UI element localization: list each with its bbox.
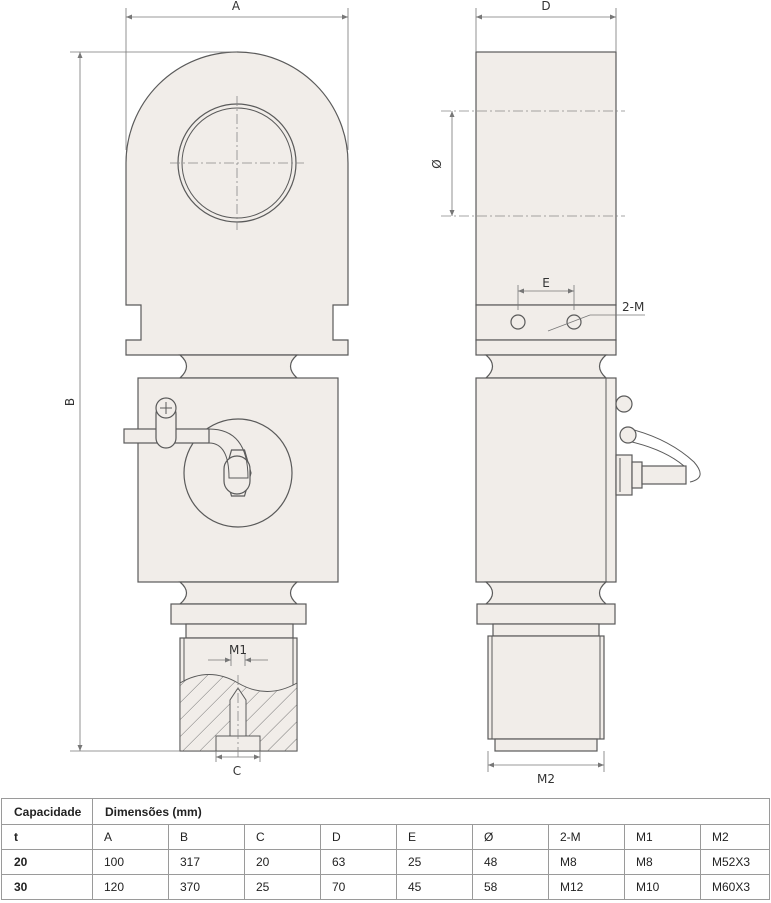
dim-label-e: E — [542, 276, 550, 290]
load-cell-technical-drawing: A D B Ø E 2-M M1 C M2 — [63, 0, 701, 786]
side-lower-neck — [484, 581, 608, 605]
side-upper-block — [475, 51, 617, 306]
row-capacity: 20 — [1, 849, 93, 875]
table-cell: 20 — [244, 849, 321, 875]
side-cable-loop-eye — [619, 426, 637, 444]
front-upper-neck — [178, 354, 299, 379]
side-clamp-head — [615, 395, 633, 413]
col-header-b: B — [168, 824, 245, 850]
dimensions-table: Capacidade Dimensões (mm) t A B C D E Ø … — [1, 798, 770, 900]
dim-label-a: A — [232, 0, 241, 13]
table-cell: 25 — [244, 874, 321, 900]
side-view — [441, 51, 701, 752]
table-row: 20 100 317 20 63 25 48 M8 M8 M52X3 — [1, 849, 770, 875]
front-lower-neck — [178, 581, 299, 605]
col-header-a: A — [92, 824, 169, 850]
table-cell: 25 — [396, 849, 473, 875]
dim-label-b: B — [63, 398, 77, 406]
front-bottom-flange — [170, 603, 307, 625]
table-cell: 45 — [396, 874, 473, 900]
table-cell: M8 — [548, 849, 625, 875]
row-capacity: 30 — [1, 874, 93, 900]
capacity-unit: t — [1, 824, 93, 850]
col-header-m2: M2 — [700, 824, 770, 850]
dim-label-m1: M1 — [229, 643, 247, 657]
col-header-diameter: Ø — [472, 824, 549, 850]
side-upper-neck — [484, 354, 608, 379]
dim-label-c: C — [233, 764, 241, 778]
side-cable — [641, 465, 687, 485]
table-header-row: Capacidade Dimensões (mm) — [1, 798, 770, 825]
table-cell: 48 — [472, 849, 549, 875]
table-cell: 63 — [320, 849, 397, 875]
side-gland-nut — [631, 461, 643, 489]
side-pin-hole-left — [510, 314, 526, 330]
side-pin-strip — [475, 304, 617, 341]
col-header-m1: M1 — [624, 824, 701, 850]
table-unit-row: t A B C D E Ø 2-M M1 M2 — [1, 824, 770, 850]
front-cable-bend — [208, 428, 249, 479]
side-view-dimensions — [449, 8, 645, 772]
table-cell: 370 — [168, 874, 245, 900]
table-cell: 317 — [168, 849, 245, 875]
side-gland-base — [615, 454, 633, 496]
table-cell: M52X3 — [700, 849, 770, 875]
side-upper-base — [475, 339, 617, 356]
side-cable-loop — [633, 429, 701, 483]
col-header-e: E — [396, 824, 473, 850]
table-cell: 58 — [472, 874, 549, 900]
capacity-header: Capacidade — [1, 798, 93, 825]
table-cell: 120 — [92, 874, 169, 900]
col-header-2m: 2-M — [548, 824, 625, 850]
col-header-d: D — [320, 824, 397, 850]
col-header-c: C — [244, 824, 321, 850]
table-cell: M10 — [624, 874, 701, 900]
side-bottom-collar — [492, 623, 600, 637]
dim-label-diameter: Ø — [430, 159, 444, 168]
table-cell: M8 — [624, 849, 701, 875]
table-cell: M12 — [548, 874, 625, 900]
table-cell: M60X3 — [700, 874, 770, 900]
dimensions-header: Dimensões (mm) — [92, 798, 770, 825]
side-pin-hole-right — [566, 314, 582, 330]
dim-label-m2: M2 — [537, 772, 555, 786]
side-body-block — [475, 377, 617, 583]
front-view — [123, 51, 349, 760]
side-bottom-flange — [476, 603, 616, 625]
front-view-dimensions — [70, 8, 349, 762]
front-cable-gland-core — [223, 455, 251, 495]
dim-label-2m: 2-M — [622, 300, 644, 314]
table-row: 30 120 370 25 70 45 58 M12 M10 M60X3 — [1, 874, 770, 900]
table-cell: 100 — [92, 849, 169, 875]
table-cell: 70 — [320, 874, 397, 900]
dim-label-d: D — [541, 0, 550, 13]
side-thread-end — [494, 738, 598, 752]
side-thread-body — [487, 635, 605, 740]
front-bottom-collar — [185, 623, 294, 639]
